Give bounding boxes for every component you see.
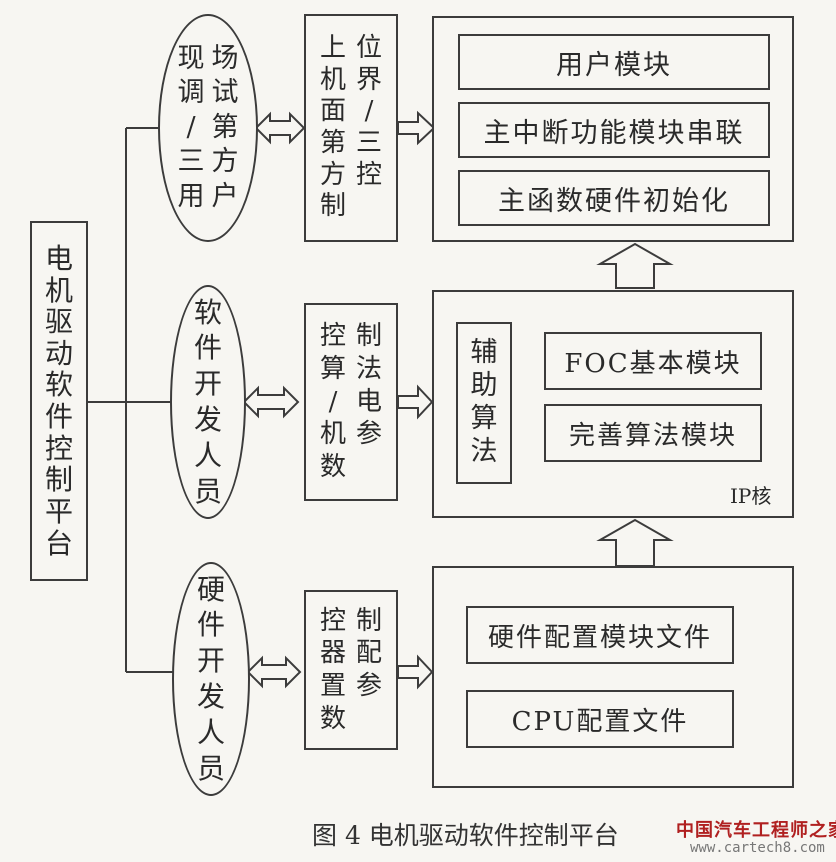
- oval-char: 发: [196, 680, 225, 713]
- oval-char: 第: [211, 111, 239, 143]
- interface-box-controller-config: 控 制 器 配 置 参 数: [304, 590, 398, 750]
- oval-char: 人: [196, 715, 225, 749]
- platform-char: 台: [44, 526, 73, 560]
- module-user: 用户模块: [458, 34, 770, 90]
- aux-char: 助: [470, 370, 498, 402]
- interface-char: 配: [355, 638, 382, 669]
- ip-core-label: IP核: [730, 484, 772, 508]
- interface-char: 机: [319, 419, 346, 450]
- oval-char: /: [186, 111, 196, 143]
- platform-char: 制: [44, 463, 73, 497]
- interface-char: 控: [319, 321, 346, 352]
- platform-char: 动: [44, 336, 73, 370]
- interface-box-control-algorithm: 控 制 算 法 / 电 机 参 数: [304, 303, 398, 501]
- oval-char: 人: [193, 438, 222, 472]
- oval-char: 用: [177, 180, 205, 212]
- module-foc-basic: FOC基本模块: [544, 332, 762, 390]
- aux-char: 法: [470, 435, 498, 467]
- up-arrow-2: [596, 518, 674, 567]
- oval-char: 方: [211, 146, 239, 178]
- oval-char: 户: [211, 180, 239, 212]
- oval-char: 件: [193, 331, 222, 365]
- oval-char: 场: [211, 42, 239, 74]
- watermark-text: 中国汽车工程师之家: [676, 820, 836, 841]
- interface-char: 制: [355, 605, 382, 636]
- interface-char: 参: [355, 671, 382, 701]
- interface-char: 机: [319, 64, 346, 95]
- module-cpu-config-file: CPU配置文件: [466, 690, 734, 748]
- interface-char: 界: [355, 64, 382, 95]
- interface-char: 法: [355, 353, 382, 384]
- interface-char: 参: [355, 419, 382, 450]
- double-arrow-1: [254, 111, 306, 145]
- interface-char: 电: [355, 386, 382, 417]
- interface-char: 算: [319, 353, 346, 384]
- interface-char: /: [364, 96, 374, 127]
- oval-char: 员: [193, 474, 222, 508]
- interface-char: 数: [319, 452, 346, 483]
- oval-char: 调: [177, 77, 205, 109]
- platform-char: 件: [44, 400, 73, 433]
- right-arrow-2: [397, 384, 434, 420]
- interface-char: 控: [319, 605, 346, 636]
- interface-char: 三: [355, 128, 382, 158]
- interface-char: 面: [319, 96, 346, 127]
- double-arrow-3: [246, 655, 302, 689]
- hardware-group-box: [432, 566, 794, 788]
- oval-char: 件: [196, 608, 225, 642]
- figure-caption: 图 4 电机驱动软件控制平台: [312, 821, 619, 850]
- interface-char: 器: [319, 638, 346, 669]
- aux-char: 辅: [470, 337, 498, 369]
- platform-char: 驱: [44, 305, 73, 339]
- oval-char: 试: [211, 77, 239, 109]
- module-main-interrupt: 主中断功能模块串联: [458, 102, 770, 158]
- platform-char: 平: [44, 494, 73, 528]
- module-advanced-algorithm: 完善算法模块: [544, 404, 762, 462]
- interface-char: 位: [355, 32, 382, 63]
- aux-algorithm-box: 辅 助 算 法: [456, 322, 512, 484]
- interface-char: 控: [355, 159, 382, 190]
- oval-char: 发: [193, 403, 222, 436]
- oval-char: 现: [177, 42, 205, 74]
- platform-char: 电: [44, 241, 73, 275]
- platform-char: 软: [44, 368, 73, 402]
- up-arrow-1: [596, 242, 674, 289]
- platform-char: 机: [44, 273, 73, 307]
- oval-char: 开: [193, 367, 222, 401]
- oval-char: 三: [177, 146, 205, 178]
- interface-char: 制: [319, 191, 346, 222]
- module-hw-config-file: 硬件配置模块文件: [466, 606, 734, 664]
- user-oval-software-dev: 软 件 开 发 人 员: [170, 285, 246, 519]
- oval-char: 硬: [196, 572, 225, 606]
- right-arrow-3: [397, 654, 434, 690]
- interface-char: 制: [355, 321, 382, 352]
- user-oval-hardware-dev: 硬 件 开 发 人 员: [172, 562, 250, 796]
- oval-char: 开: [196, 644, 225, 678]
- aux-char: 算: [470, 403, 498, 434]
- interface-char: /: [328, 386, 338, 417]
- module-main-init: 主函数硬件初始化: [458, 170, 770, 226]
- watermark-url: www.cartech8.com: [690, 840, 825, 856]
- interface-char: 置: [319, 671, 346, 701]
- interface-box-host-ui: 上 位 机 界 面 / 第 三 方 控 制: [304, 14, 398, 242]
- user-oval-field-debug: 现 场 调 试 / 第 三 方 用 户: [158, 14, 258, 242]
- interface-char: 第: [319, 128, 346, 158]
- double-arrow-2: [242, 385, 300, 419]
- interface-char: 上: [319, 32, 346, 63]
- interface-char: 方: [319, 159, 346, 190]
- interface-char: 数: [319, 703, 346, 734]
- oval-char: 员: [196, 751, 225, 785]
- platform-char: 控: [44, 431, 73, 465]
- right-arrow-1: [397, 110, 436, 146]
- oval-char: 软: [193, 295, 222, 329]
- platform-box: 电 机 驱 动 软 件 控 制 平 台: [30, 221, 88, 581]
